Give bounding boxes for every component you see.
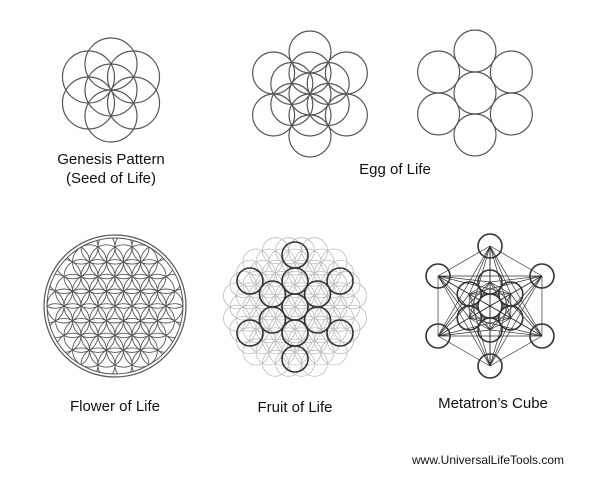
outer-circle — [489, 92, 533, 136]
seed-of-life-figure — [61, 37, 161, 143]
connecting-line — [437, 329, 491, 337]
background-circle — [301, 349, 328, 377]
connecting-line — [437, 275, 491, 283]
flower-petal-grid — [47, 238, 183, 374]
connecting-line — [489, 329, 543, 337]
connecting-line — [437, 245, 491, 277]
egg-of-life-label: Egg of Life — [359, 161, 431, 178]
node-circle — [529, 323, 555, 349]
metatrons-cube-figure — [425, 233, 555, 379]
fruit-circle — [281, 241, 309, 269]
fruit-circle — [258, 280, 287, 308]
node-circle — [477, 317, 503, 343]
connecting-line — [437, 275, 470, 319]
node-circle — [425, 323, 451, 349]
connecting-line — [489, 317, 512, 367]
outer-circle — [417, 92, 461, 136]
connecting-line — [510, 293, 543, 337]
fruit-circle — [326, 267, 354, 295]
background-circle — [288, 349, 315, 377]
node-circle — [529, 263, 555, 289]
petal-circle — [106, 50, 161, 104]
fruit-circle — [236, 319, 264, 347]
connecting-line — [437, 335, 491, 367]
node-circle — [477, 233, 503, 259]
fruit-of-life-figure — [223, 237, 367, 377]
connecting-line — [489, 245, 543, 337]
outer-circle — [453, 29, 497, 73]
seed-of-life-label: Genesis Pattern (Seed of Life) — [36, 150, 186, 188]
node-circle — [425, 263, 451, 289]
outer-circle — [288, 114, 332, 158]
connecting-line — [489, 245, 512, 295]
node-circle — [497, 305, 524, 331]
seed-of-life-label-line1: Genesis Pattern — [57, 151, 165, 168]
outer-circle — [417, 50, 461, 94]
fruit-circle — [236, 267, 264, 295]
fruit-of-life-label: Fruit of Life — [257, 399, 333, 416]
connecting-line — [437, 293, 470, 337]
outer-circle — [324, 93, 368, 137]
egg-of-life-figure — [417, 29, 533, 157]
center-circle — [453, 71, 497, 115]
connecting-line — [489, 275, 543, 283]
connecting-line — [510, 275, 543, 319]
fruit-circle — [303, 306, 332, 334]
node-circle — [456, 281, 483, 307]
outer-circle — [453, 113, 497, 157]
node-circle — [477, 353, 503, 379]
outer-circle — [489, 50, 533, 94]
outer-circle — [252, 51, 296, 95]
website-credit: www.UniversalLifeTools.com — [412, 453, 565, 467]
flower-of-life-label: Flower of Life — [69, 398, 161, 415]
seed-of-life-label-line2: (Seed of Life) — [65, 170, 157, 187]
egg-of-life-overlapping-figure — [252, 30, 368, 158]
petal-circle — [106, 76, 161, 130]
outer-boundary-circle — [43, 234, 187, 378]
flower-of-life-figure — [43, 234, 187, 378]
outer-circle — [288, 30, 332, 74]
connecting-line — [468, 317, 491, 367]
connecting-line — [437, 275, 543, 337]
connecting-line — [468, 245, 491, 295]
node-circle — [477, 269, 503, 295]
connecting-line — [489, 335, 543, 367]
fruit-circle — [281, 345, 309, 373]
connecting-line — [489, 245, 543, 277]
fruit-circle — [326, 319, 354, 347]
metatrons-cube-label: Metatron’s Cube — [438, 395, 548, 412]
